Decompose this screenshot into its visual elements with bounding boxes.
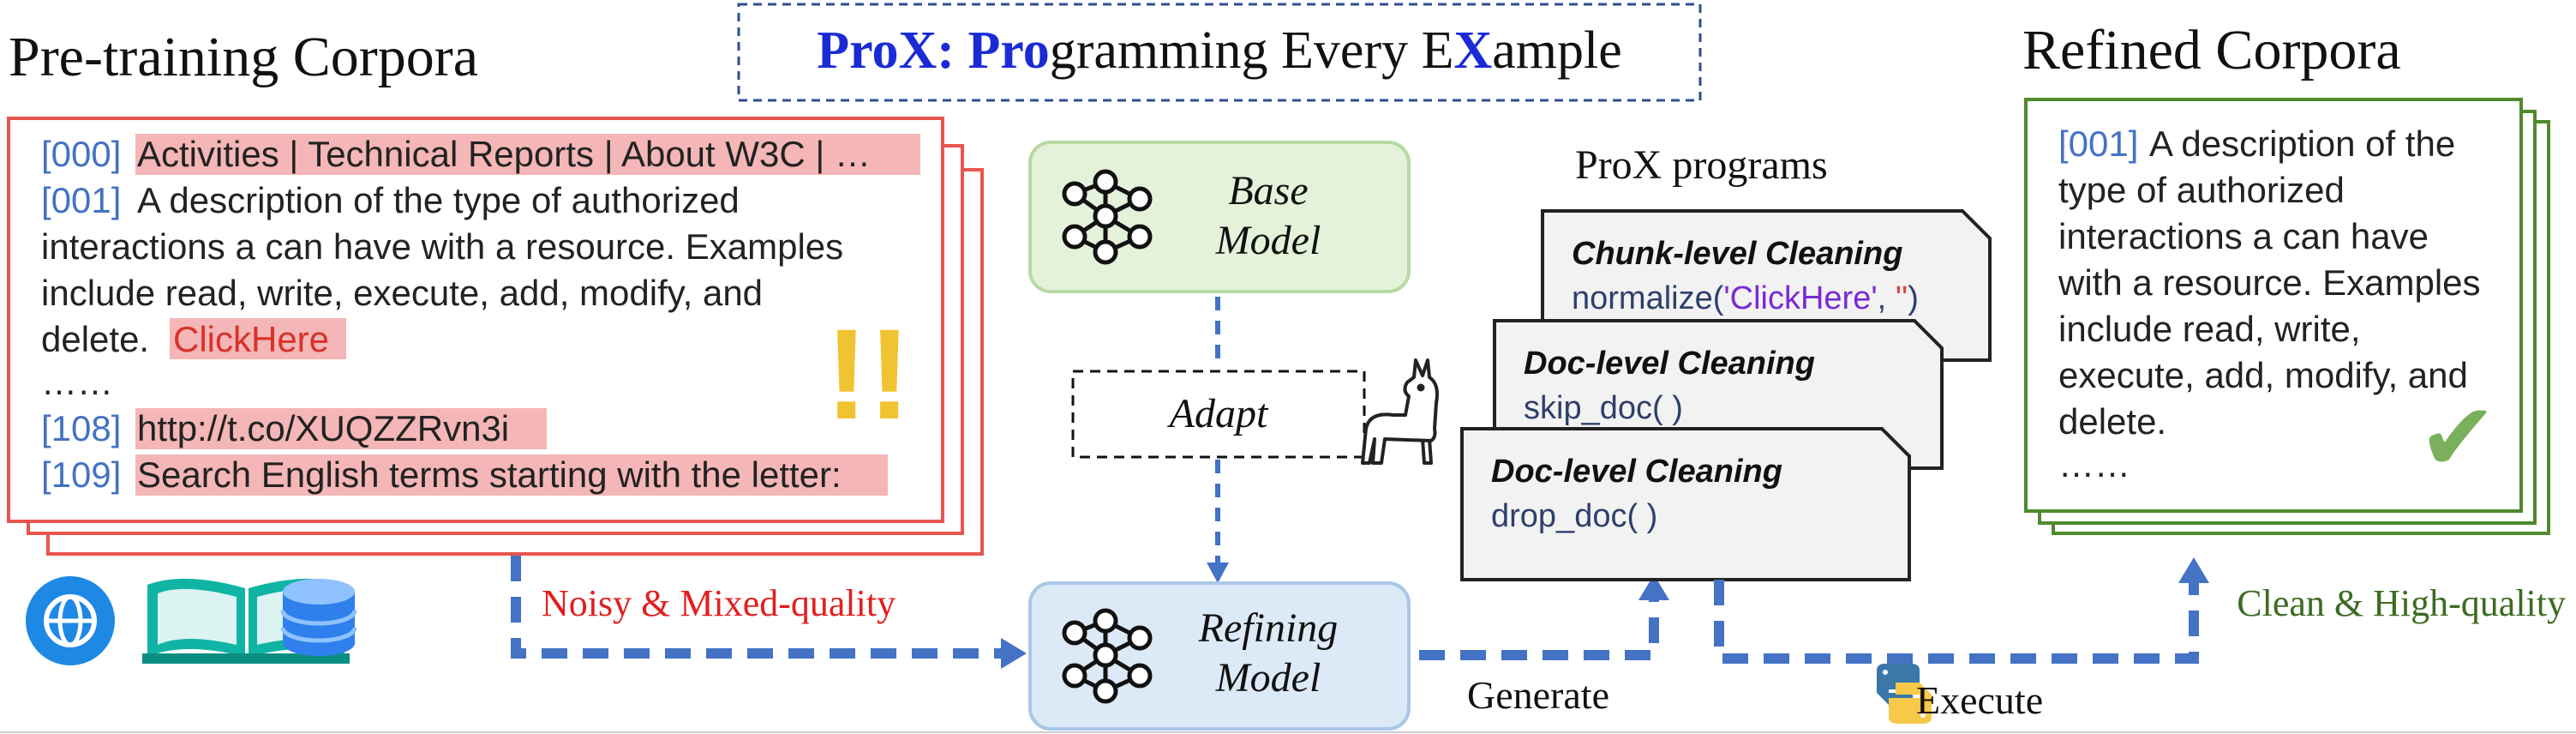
neural-network-icon — [1062, 608, 1153, 704]
left-corpus-text: [000] Activities | Technical Reports | A… — [41, 134, 871, 495]
refining-model-label-2: Model — [1215, 655, 1321, 701]
database-icon — [280, 579, 357, 656]
title-part5: ample — [1492, 21, 1622, 80]
noisy-label: Noisy & Mixed-quality — [542, 582, 896, 624]
line-text: http://t.co/XUQZZRvn3i — [137, 408, 509, 448]
highlight-000 — [135, 134, 920, 175]
base-model-label-2: Model — [1215, 218, 1321, 263]
title-box: ProX: Programming Every EXample — [737, 3, 1702, 102]
llama-icon — [1361, 358, 1439, 465]
highlight-109 — [135, 454, 888, 496]
execute-label: Execute — [1916, 678, 2043, 722]
programs-heading: ProX programs — [1575, 142, 1828, 188]
line-extra-clickhere: ClickHere — [173, 319, 329, 359]
line-text: with a resource. Examples — [2058, 262, 2481, 303]
card-code: skip_doc( ) — [1524, 390, 1683, 426]
globe-icon — [26, 576, 115, 665]
noisy-arrow-head — [1001, 638, 1027, 669]
line-text: include read, write, execute, add, modif… — [41, 273, 763, 313]
right-heading: Refined Corpora — [2022, 19, 2401, 81]
refined-stack — [2024, 98, 2550, 535]
title-part2: Pro — [967, 21, 1049, 80]
highlight-clickhere — [170, 318, 346, 359]
program-card-drop: Doc-level Cleaning drop_doc( ) — [1460, 427, 1911, 581]
line-idx: [001] — [41, 180, 121, 220]
title-part1: ProX: — [817, 21, 967, 80]
line-idx: [000] — [41, 134, 121, 174]
generate-label: Generate — [1467, 673, 1609, 717]
title-part3: gramming Every E — [1050, 21, 1454, 80]
line-text: execute, add, modify, and — [2058, 355, 2468, 395]
card-title: Chunk-level Cleaning — [1572, 236, 1902, 272]
execute-arrow — [1714, 576, 2199, 664]
refining-model-box: Refining Model — [1028, 581, 1411, 731]
line-text: Activities | Technical Reports | About W… — [137, 134, 871, 174]
line-text: delete. — [41, 319, 149, 359]
line-idx: [109] — [41, 454, 121, 495]
card-title: Doc-level Cleaning — [1491, 454, 1782, 490]
check-icon: ✔ — [2418, 385, 2497, 490]
base-model-box: Base Model — [1028, 141, 1411, 293]
neural-network-icon — [1062, 169, 1153, 265]
base-model-label-1: Base — [1228, 168, 1308, 214]
line-text: delete. — [2058, 401, 2166, 442]
adapt-box: Adapt — [1071, 370, 1366, 459]
line-text: …… — [2058, 444, 2130, 484]
python-icon — [1877, 664, 1932, 724]
refining-model-label-1: Refining — [1198, 605, 1339, 651]
page-title: ProX: Programming Every EXample — [817, 21, 1622, 80]
line-text: …… — [41, 362, 113, 402]
line-text: interactions a can have — [2058, 216, 2429, 256]
adapt-arrow-head — [1207, 563, 1229, 583]
right-corpus-text: [001] A description of the type of autho… — [2058, 123, 2481, 484]
line-text: Search English terms starting with the l… — [137, 454, 842, 495]
line-text: type of authorized — [2058, 170, 2345, 210]
card-code: normalize('ClickHere', '') — [1572, 280, 1919, 316]
generate-arrow — [1419, 592, 1659, 660]
clean-label: Clean & High-quality — [2237, 582, 2566, 624]
noisy-arrow — [511, 556, 1018, 659]
card-code: drop_doc( ) — [1491, 498, 1657, 534]
line-idx: [108] — [41, 408, 121, 448]
line-text: A description of the — [2149, 123, 2455, 164]
card-title: Doc-level Cleaning — [1524, 346, 1815, 382]
line-text: A description of the type of authorized — [137, 180, 740, 220]
line-text: include read, write, — [2058, 309, 2361, 349]
title-part4: X — [1453, 21, 1492, 80]
highlight-108 — [135, 408, 547, 449]
generate-arrow-head — [1638, 575, 1669, 600]
warning-mark: !! — [825, 302, 911, 446]
left-heading: Pre-training Corpora — [9, 26, 478, 88]
line-text: interactions a can have with a resource.… — [41, 226, 843, 267]
execute-arrow-head — [2178, 557, 2209, 583]
line-idx: [001] — [2058, 123, 2138, 164]
adapt-label: Adapt — [1167, 391, 1269, 436]
